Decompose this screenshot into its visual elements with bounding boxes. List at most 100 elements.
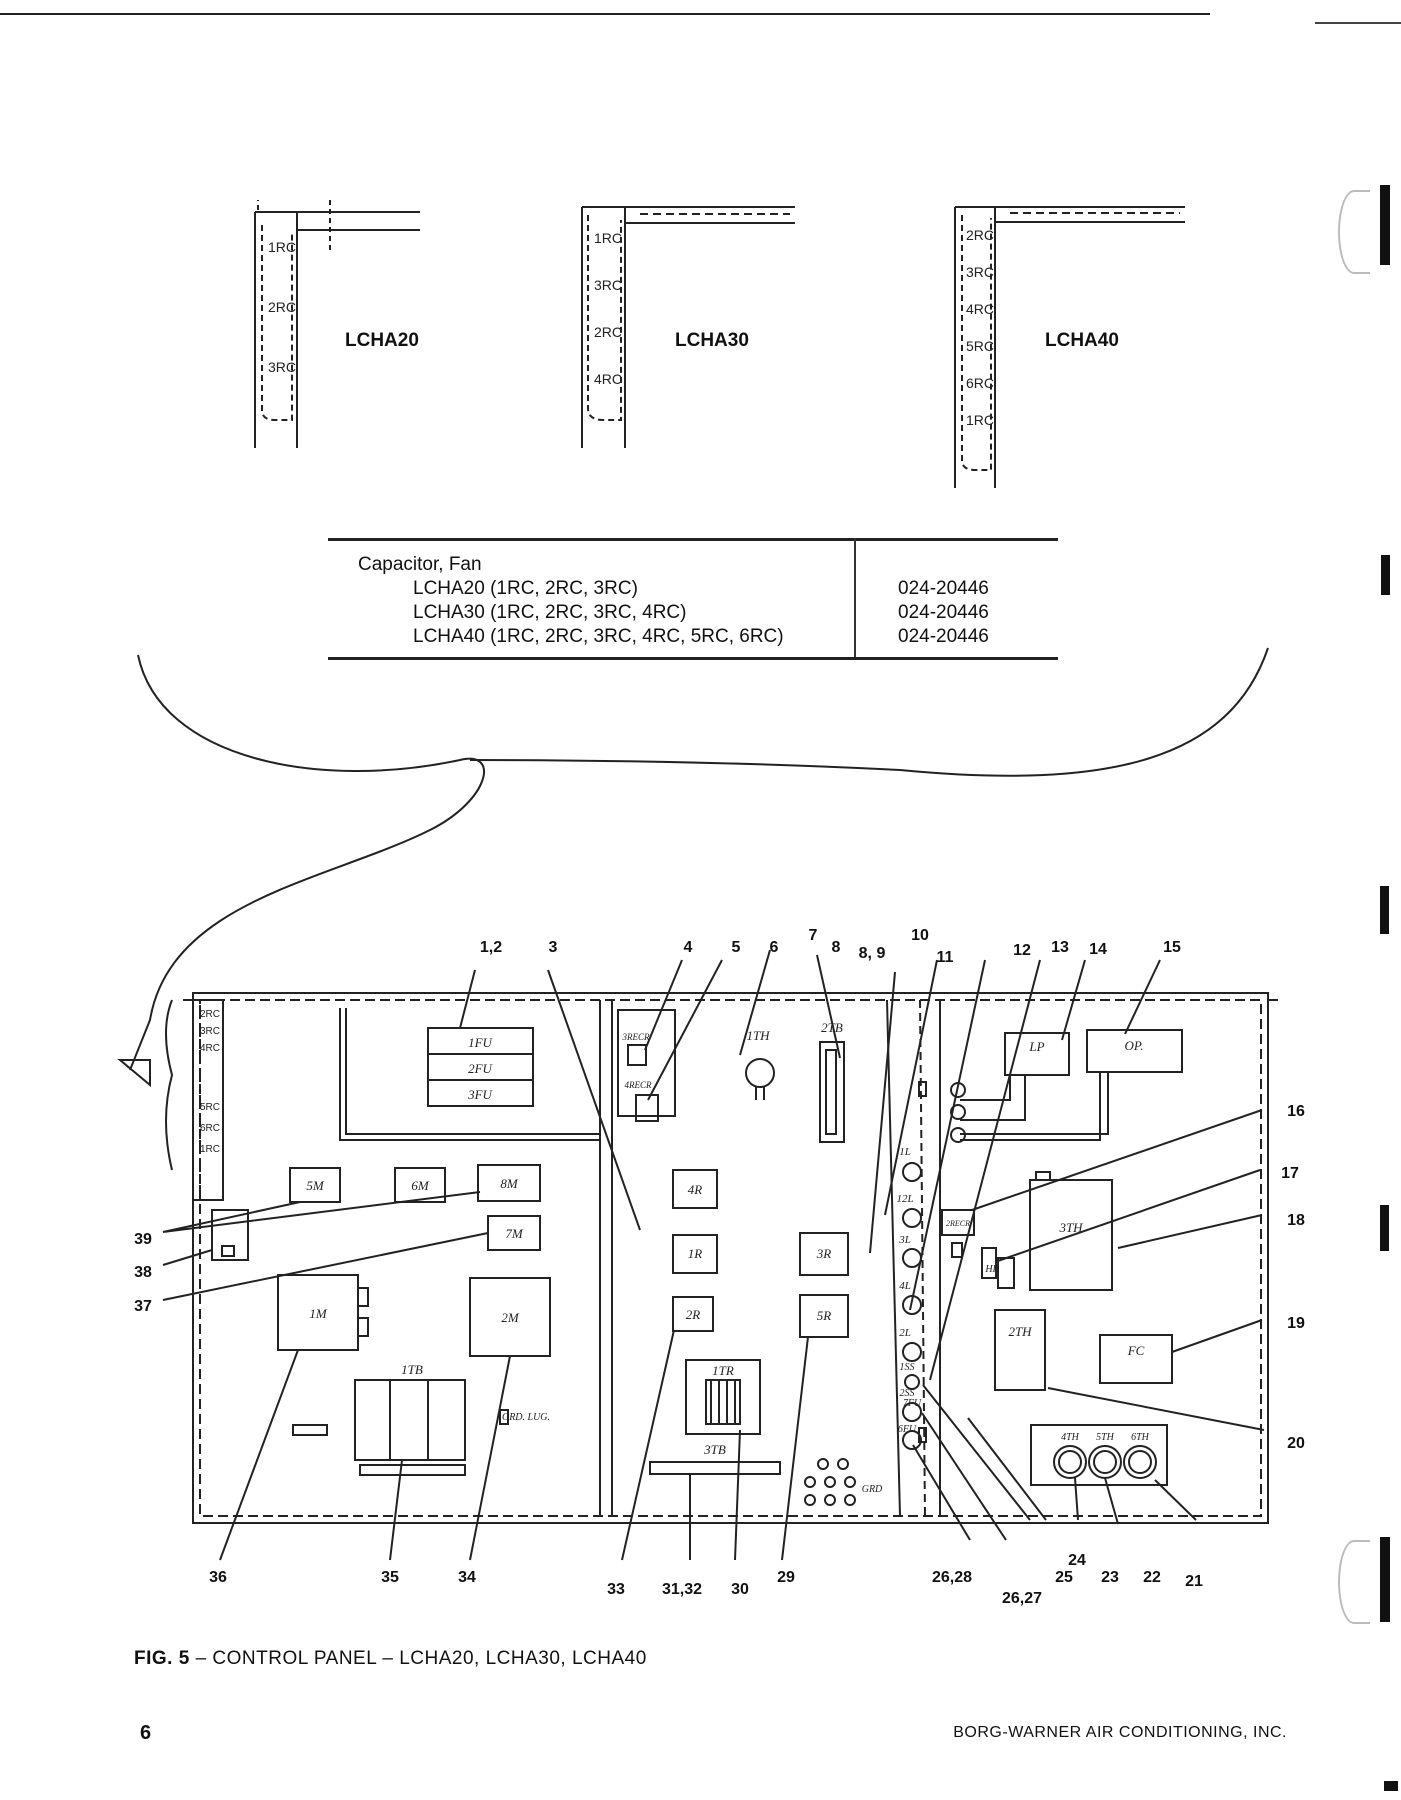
label-5m: 5M <box>306 1178 325 1193</box>
panel-capacitor-label: 5RC <box>200 1102 220 1113</box>
label-4th: 4TH <box>1061 1432 1080 1443</box>
callout-37: 37 <box>134 1298 152 1315</box>
label-3th: 3TH <box>1058 1220 1083 1235</box>
label-3tb: 3TB <box>703 1442 726 1457</box>
callout-19: 19 <box>1287 1315 1305 1332</box>
label-5th: 5TH <box>1096 1432 1115 1443</box>
top-rule-right <box>1315 22 1401 24</box>
capacitor-label: 3RC <box>268 359 296 375</box>
label-4recr: 4RECR <box>625 1080 652 1090</box>
callout-13: 13 <box>1051 939 1069 956</box>
callout-18: 18 <box>1287 1212 1305 1229</box>
binding-mark <box>1380 886 1389 934</box>
panel-capacitor-label: 4RC <box>200 1043 220 1054</box>
table-row-part: 024-20446 <box>898 578 989 599</box>
panel-capacitor-label: 2RC <box>200 1009 220 1020</box>
callout-25: 25 <box>1055 1569 1073 1586</box>
capacitor-label: 1RC <box>966 412 994 428</box>
capacitor-label: 2RC <box>966 227 994 243</box>
callout-39: 39 <box>134 1231 152 1248</box>
callout-26-27: 26,27 <box>1002 1590 1042 1607</box>
figure-title: – CONTROL PANEL – LCHA20, LCHA30, LCHA40 <box>189 1648 647 1669</box>
label-2fu: 2FU <box>468 1061 493 1076</box>
callout-15: 15 <box>1163 939 1181 956</box>
capacitor-label: 2RC <box>594 324 622 340</box>
model-label-lcha40: LCHA40 <box>1045 330 1119 351</box>
callout-22: 22 <box>1143 1569 1161 1586</box>
binding-arc <box>1338 1540 1370 1624</box>
capacitor-label: 6RC <box>966 375 994 391</box>
capacitor-label: 2RC <box>268 299 296 315</box>
label-1l: 1L <box>899 1146 911 1158</box>
callout-24: 24 <box>1068 1552 1086 1569</box>
callout-31-32: 31,32 <box>662 1581 702 1598</box>
binding-mark <box>1380 185 1390 265</box>
callout-20: 20 <box>1287 1435 1305 1452</box>
capacitor-label: 1RC <box>268 239 296 255</box>
capacitor-label: 3RC <box>966 264 994 280</box>
callout-5: 5 <box>732 939 741 956</box>
company-name: BORG-WARNER AIR CONDITIONING, INC. <box>953 1724 1287 1741</box>
binding-mark <box>1381 555 1390 595</box>
label-2m: 2M <box>501 1310 520 1325</box>
table-row-part: 024-20446 <box>898 602 989 623</box>
top-rule <box>0 13 1210 15</box>
callout-6: 6 <box>770 939 779 956</box>
label-6m: 6M <box>411 1178 430 1193</box>
binding-mark <box>1380 1205 1389 1251</box>
label-7fu: 7FU <box>903 1398 922 1409</box>
callout-30: 30 <box>731 1581 749 1598</box>
label-3recr: 3RECR <box>622 1032 650 1042</box>
callout-1-2: 1,2 <box>480 939 502 956</box>
table-row-desc: LCHA20 (1RC, 2RC, 3RC) <box>413 578 638 599</box>
label-2l: 2L <box>899 1327 911 1339</box>
table-row-desc: LCHA30 (1RC, 2RC, 3RC, 4RC) <box>413 602 687 623</box>
panel-capacitor-label: 1RC <box>200 1144 220 1155</box>
label-1th: 1TH <box>746 1028 770 1043</box>
label-5r: 5R <box>817 1308 832 1323</box>
callout-23: 23 <box>1101 1569 1119 1586</box>
callout-10: 10 <box>911 927 929 944</box>
capacitor-label: 4RC <box>966 301 994 317</box>
binding-arc <box>1338 190 1370 274</box>
label-2r: 2R <box>686 1307 701 1322</box>
panel-capacitor-label: 3RC <box>200 1026 220 1037</box>
page-number: 6 <box>140 1722 152 1744</box>
label-2recr: 2RECR <box>946 1219 970 1228</box>
label-12l: 12L <box>896 1193 913 1205</box>
label-1m: 1M <box>309 1306 328 1321</box>
label-1ss: 1SS <box>900 1362 915 1373</box>
callout-14: 14 <box>1089 941 1107 958</box>
label-1tr: 1TR <box>712 1363 734 1378</box>
label-6th: 6TH <box>1131 1432 1150 1443</box>
parts-table: Capacitor, Fan LCHA20 (1RC, 2RC, 3RC) 02… <box>328 538 1058 660</box>
label-2th: 2TH <box>1008 1324 1032 1339</box>
label-3r: 3R <box>816 1246 832 1261</box>
label-4r: 4R <box>688 1182 703 1197</box>
table-row-desc: LCHA40 (1RC, 2RC, 3RC, 4RC, 5RC, 6RC) <box>413 626 784 647</box>
callout-8-9: 8, 9 <box>859 945 886 962</box>
panel-capacitor-label: 6RC <box>200 1123 220 1134</box>
table-rule-top <box>328 538 1058 541</box>
callout-29: 29 <box>777 1569 795 1586</box>
table-heading: Capacitor, Fan <box>358 554 482 575</box>
callout-26-28: 26,28 <box>932 1569 972 1586</box>
figure-number: FIG. 5 <box>134 1648 190 1669</box>
binding-mark <box>1380 1537 1390 1622</box>
label-grd-lug: GRD. LUG. <box>502 1412 550 1423</box>
binding-mark <box>1384 1781 1398 1791</box>
table-rule-bottom <box>328 657 1058 660</box>
label-7m: 7M <box>505 1226 524 1241</box>
capacitor-label: 1RC <box>594 230 622 246</box>
label-6fu: 6FU <box>898 1424 917 1435</box>
callout-3: 3 <box>549 939 558 956</box>
callout-11: 11 <box>937 949 954 966</box>
callout-12: 12 <box>1013 942 1031 959</box>
table-row-part: 024-20446 <box>898 626 989 647</box>
callout-33: 33 <box>607 1581 625 1598</box>
callout-7: 7 <box>809 927 818 944</box>
label-2ss: 2SS <box>900 1388 915 1399</box>
label-3fu: 3FU <box>467 1087 493 1102</box>
label-lp: LP <box>1028 1039 1044 1054</box>
